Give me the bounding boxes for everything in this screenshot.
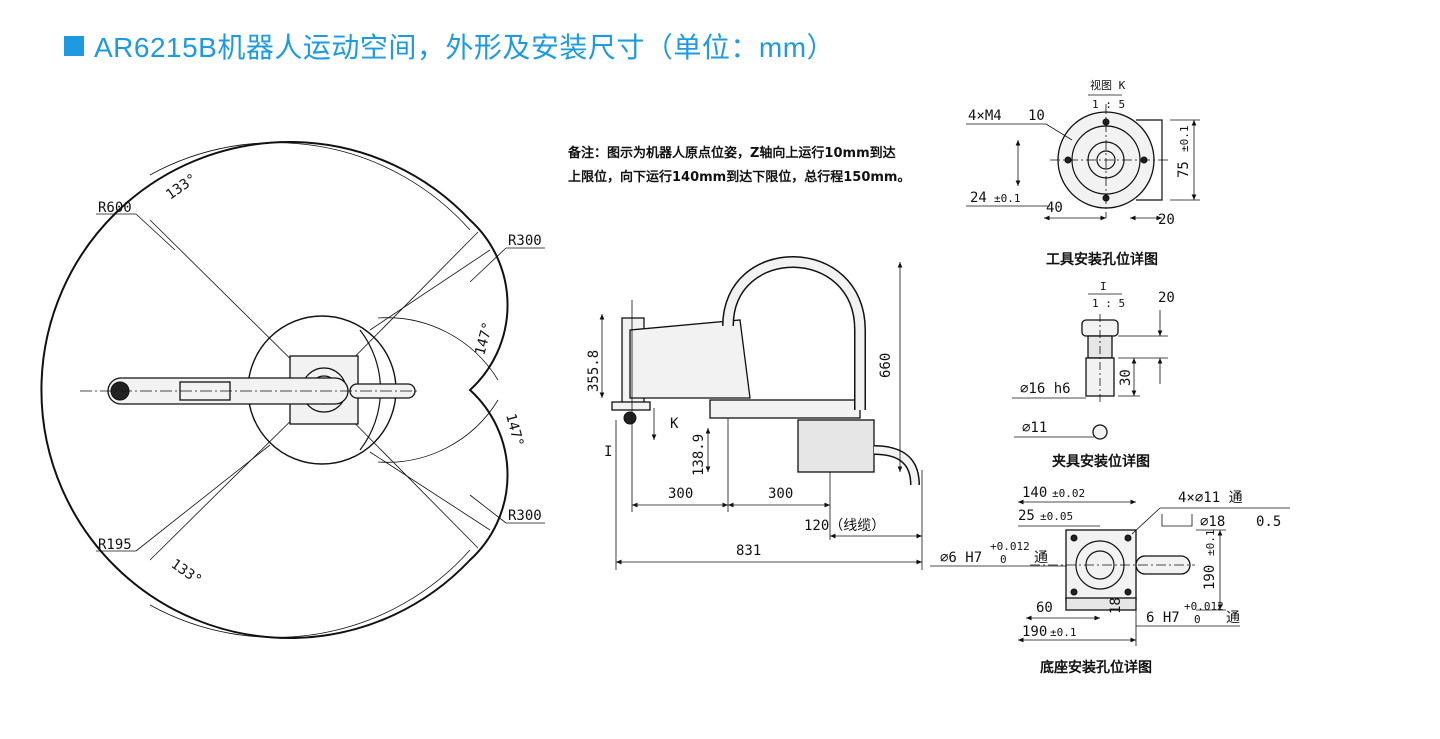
- label-m4-depth: 10: [1028, 108, 1045, 124]
- label-24: 24: [970, 190, 987, 206]
- section-i-label: I: [1100, 280, 1107, 293]
- label-133-top: 133°: [163, 171, 200, 203]
- label-30: 30: [1118, 369, 1134, 386]
- label-cbore-depth: 0.5: [1256, 514, 1281, 530]
- label-section-i: I: [604, 444, 612, 460]
- caption-base: 底座安装孔位详图: [1040, 659, 1152, 676]
- note-line-1: 备注：图示为机器人原点位姿，Z轴向上运行10mm到达: [567, 145, 896, 161]
- label-140-tol: ±0.02: [1052, 487, 1085, 500]
- label-75-tol: ±0.1: [1178, 126, 1191, 153]
- dim-120: 120（线缆）: [804, 518, 885, 534]
- label-60: 60: [1036, 600, 1053, 616]
- side-view: 备注：图示为机器人原点位姿，Z轴向上运行10mm到达 上限位，向下运行140mm…: [567, 145, 923, 570]
- label-pin-right-tol-upper: +0.012: [1184, 600, 1224, 613]
- label-18: 18: [1108, 597, 1124, 614]
- tool-mount-detail: 视图 K 1 : 5 4×M4 10 24 ±0.1 40 20 75 ±0.1…: [966, 78, 1200, 268]
- title-square-icon: [64, 36, 84, 56]
- label-r300-top: R300: [508, 233, 542, 249]
- arm-2-side: [709, 399, 861, 419]
- label-140: 140: [1022, 485, 1047, 501]
- label-pin-right-through: 通: [1226, 610, 1240, 626]
- label-pin-right: 6 H7: [1146, 610, 1180, 626]
- caption-tool-mount: 工具安装孔位详图: [1046, 251, 1158, 268]
- label-147-b: 147°: [502, 412, 526, 449]
- label-holes: 4×∅11 通: [1178, 490, 1243, 506]
- label-190-h: 190: [1022, 624, 1047, 640]
- dim-660: 660: [878, 353, 894, 378]
- page-title: AR6215B机器人运动空间，外形及安装尺寸（单位：mm）: [94, 32, 836, 63]
- label-pin-left-through: 通: [1034, 550, 1048, 566]
- label-24-tol: ±0.1: [994, 192, 1021, 205]
- dim-300-a: 300: [668, 486, 693, 502]
- label-133-bottom: 133°: [168, 556, 205, 588]
- dim-831: 831: [736, 543, 761, 559]
- workspace-outer-envelope: [40, 141, 509, 639]
- workspace-view: R600 R300 R300 R195 133° 133° 147° 147°: [40, 141, 545, 639]
- label-view-k: K: [670, 416, 679, 432]
- label-r300-bottom: R300: [508, 508, 542, 524]
- base-detail: 140 ±0.02 25 ±0.05 4×∅11 通 ∅18 0.5 ∅6 H7…: [930, 485, 1290, 676]
- dim-300-b: 300: [768, 486, 793, 502]
- label-190-h-tol: ±0.1: [1050, 626, 1077, 639]
- dim-138: 138.9: [691, 434, 707, 476]
- label-pin-right-tol-lower: 0: [1194, 613, 1201, 626]
- view-k-scale: 1 : 5: [1092, 98, 1125, 111]
- label-25: 25: [1018, 508, 1035, 524]
- label-m4: 4×M4: [968, 108, 1002, 124]
- label-pin-left: ∅6 H7: [940, 550, 982, 566]
- label-11: ∅11: [1022, 420, 1047, 436]
- label-190-v: 190: [1202, 565, 1218, 590]
- label-r195: R195: [98, 537, 132, 553]
- view-k-title: 视图 K: [1090, 78, 1126, 92]
- label-cbore: ∅18: [1200, 514, 1225, 530]
- label-75: 75: [1176, 161, 1192, 178]
- dim-355: 355.8: [586, 350, 602, 392]
- arm-1-side: [629, 319, 751, 399]
- label-147-a: 147°: [472, 320, 496, 357]
- label-20: 20: [1158, 212, 1175, 228]
- section-i-scale: 1 : 5: [1092, 297, 1125, 310]
- caption-clamp: 夹具安装位详图: [1052, 453, 1150, 470]
- label-190-v-tol: ±0.1: [1204, 530, 1217, 557]
- label-20: 20: [1158, 290, 1175, 306]
- label-16h6: ∅16 h6: [1020, 381, 1071, 397]
- label-25-tol: ±0.05: [1040, 510, 1073, 523]
- note-line-2: 上限位，向下运行140mm到达下限位，总行程150mm。: [568, 169, 910, 185]
- spline-housing: [797, 419, 875, 473]
- clamp-detail: I 1 : 5 20 30 ∅16 h6 ∅11 夹具安装位详图: [1012, 280, 1175, 470]
- label-r600: R600: [98, 200, 132, 216]
- label-pin-left-tol-lower: 0: [1000, 553, 1007, 566]
- label-40: 40: [1046, 200, 1063, 216]
- title-bar: AR6215B机器人运动空间，外形及安装尺寸（单位：mm）: [64, 28, 835, 64]
- label-pin-left-tol-upper: +0.012: [990, 540, 1030, 553]
